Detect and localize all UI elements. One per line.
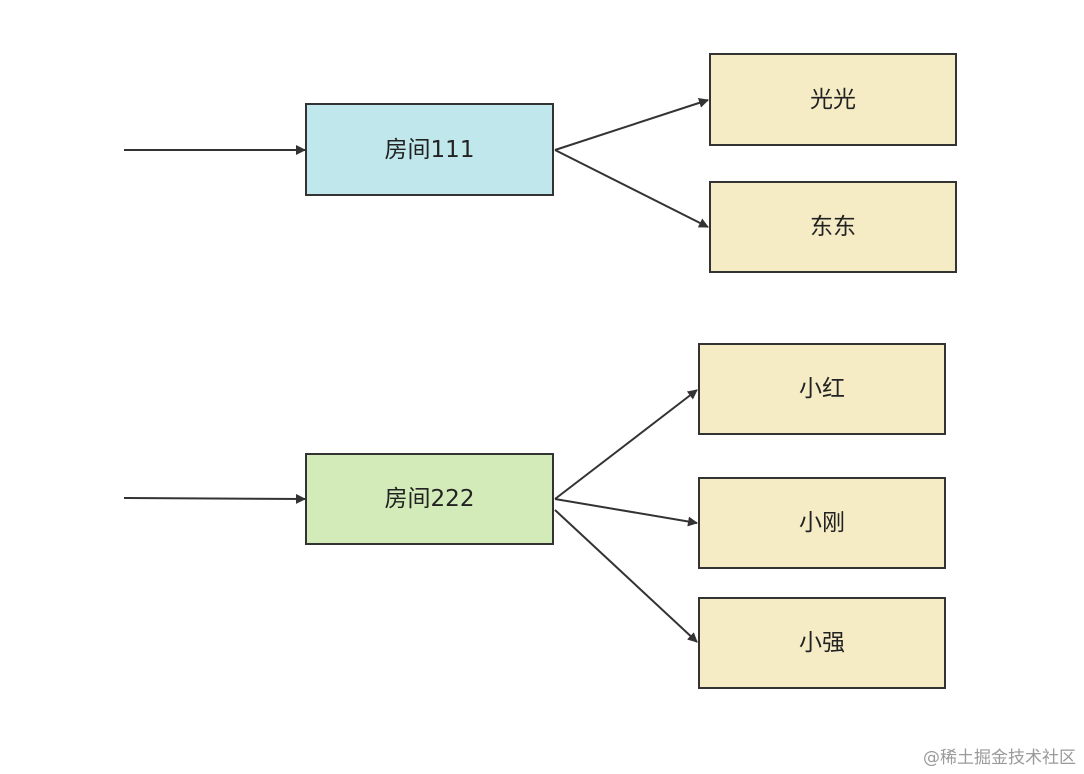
member-box: [698, 343, 946, 435]
member-label: 小红: [799, 376, 845, 402]
room-group-1: 房间111 光光 东东: [124, 53, 957, 273]
member-box: [709, 53, 957, 146]
member-arrow: [554, 389, 698, 500]
member-box: [698, 597, 946, 689]
member-arrow: [554, 98, 709, 151]
room-label: 房间111: [385, 137, 475, 163]
member-label: 光光: [810, 87, 856, 113]
member-box: [709, 181, 957, 273]
watermark: @稀土掘金技术社区: [923, 748, 1076, 768]
incoming-arrow: [123, 493, 306, 504]
member-label: 小刚: [799, 510, 845, 536]
member-label: 东东: [810, 214, 856, 240]
room-box: [305, 103, 554, 196]
member-arrow: [554, 498, 698, 527]
member-box: [698, 477, 946, 569]
member-label: 小强: [799, 630, 845, 656]
member-arrow: [554, 509, 698, 643]
member-arrow: [554, 149, 709, 228]
room-group-2: 房间222 小红 小刚 小强: [123, 343, 946, 689]
room-box: [305, 453, 554, 545]
room-label: 房间222: [385, 486, 475, 512]
